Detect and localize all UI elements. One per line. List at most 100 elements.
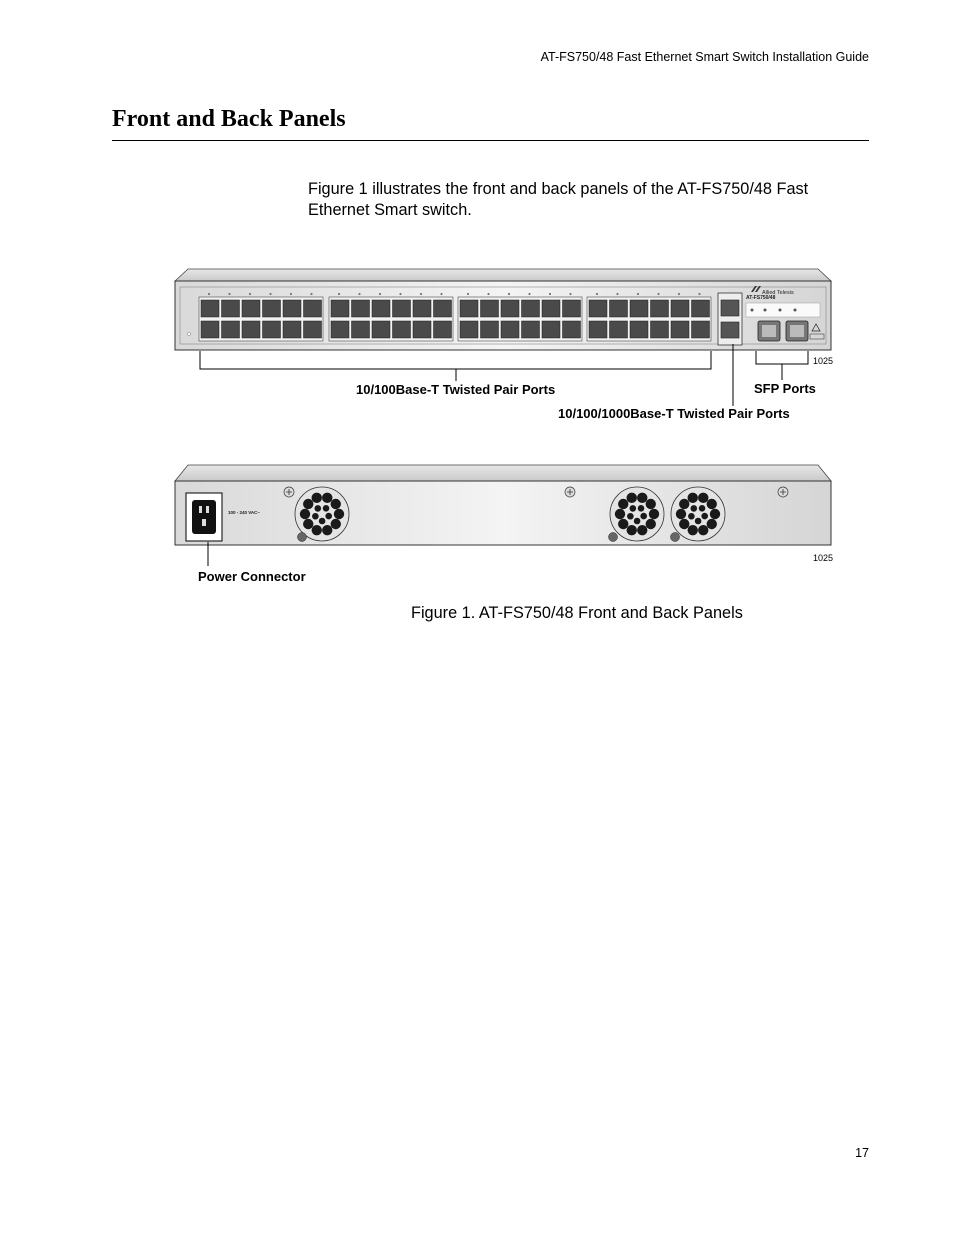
- section-title: Front and Back Panels: [112, 106, 346, 132]
- fan-hole: [618, 498, 629, 510]
- callout-10-100-ports: 10/100Base-T Twisted Pair Ports: [356, 382, 555, 397]
- fan-hole: [675, 508, 687, 520]
- port-led: [548, 292, 552, 296]
- fan-hole: [688, 512, 695, 520]
- rj45-port: [392, 299, 411, 318]
- model-label: AT-FS750/48: [746, 295, 776, 301]
- rj45-port: [262, 320, 281, 339]
- fan-hole: [687, 524, 698, 536]
- rj45-port: [629, 299, 649, 318]
- port-group: [328, 296, 454, 342]
- rear-foot: [608, 532, 618, 542]
- port-led: [419, 292, 423, 296]
- rj45-port: [303, 299, 322, 318]
- rj45-port: [330, 320, 350, 339]
- fan-hole: [694, 517, 702, 525]
- port-led: [358, 292, 361, 296]
- rj45-port: [691, 299, 710, 318]
- fan-hole: [637, 524, 648, 536]
- fan-hole: [679, 518, 690, 530]
- port-block-gigabit: [717, 292, 743, 346]
- rj45-port: [459, 299, 479, 318]
- rj45-port: [351, 299, 370, 318]
- rj45-port: [609, 299, 628, 318]
- rj45-port: [371, 320, 391, 339]
- rj45-port: [371, 299, 391, 318]
- fan-hole: [637, 504, 645, 512]
- port-led: [487, 292, 490, 296]
- fan-hole: [322, 524, 333, 536]
- fan-hole: [698, 524, 709, 536]
- rj45-port: [221, 320, 240, 339]
- rj45-port: [262, 299, 281, 318]
- fan-hole: [709, 508, 721, 520]
- rj45-port: [412, 299, 432, 318]
- front-panel: Allied Telesis AT-FS750/48: [173, 268, 833, 351]
- bracket-sfp: [755, 351, 809, 365]
- port-led: [657, 292, 660, 296]
- front-figure-id: 1025: [813, 356, 833, 366]
- page-number: 17: [855, 1146, 869, 1160]
- fan-hole: [629, 505, 637, 512]
- screw-slot: [780, 489, 786, 495]
- rj45-port: [629, 320, 649, 339]
- fan-hole: [303, 498, 314, 510]
- brand-logo-text: Allied Telesis: [762, 290, 794, 296]
- port-led: [378, 292, 382, 296]
- fan-hole: [322, 504, 330, 512]
- callout-sfp-ports: SFP Ports: [754, 381, 816, 396]
- port-led: [440, 292, 443, 296]
- title-rule: [112, 140, 869, 141]
- fan-hole: [706, 518, 717, 530]
- rj45-port: [521, 320, 540, 339]
- fan-hole: [330, 518, 341, 530]
- intro-paragraph: Figure 1 illustrates the front and back …: [308, 180, 809, 219]
- fan-hole: [311, 492, 322, 504]
- rj45-port: [562, 320, 581, 339]
- rj45-port: [200, 320, 220, 339]
- rj45-port: [480, 299, 499, 318]
- fan-hole: [312, 512, 319, 520]
- rj45-port: [480, 320, 499, 339]
- brand-logo-icon: [751, 286, 761, 292]
- port-led: [310, 292, 313, 296]
- fan-hole: [690, 505, 698, 512]
- rj45-port: [412, 320, 432, 339]
- fan-hole: [706, 498, 717, 510]
- power-led: [187, 332, 191, 336]
- rj45-port: [303, 320, 322, 339]
- callout-power-connector: Power Connector: [198, 569, 306, 584]
- warning-icon: [811, 323, 821, 332]
- rj45-port: [650, 299, 669, 318]
- rj45-port: [200, 299, 220, 318]
- port-led: [207, 292, 211, 296]
- status-led-panel: [745, 302, 821, 318]
- rj45-port: [330, 299, 350, 318]
- rj45-port: [541, 320, 561, 339]
- rj45-port: [459, 320, 479, 339]
- fan-hole: [318, 517, 326, 525]
- fan-hole: [698, 492, 709, 504]
- power-rating-label: 100 - 240 VAC~: [228, 510, 260, 515]
- rj45-port: [282, 320, 302, 339]
- port-led: [248, 292, 252, 296]
- port-led: [636, 292, 640, 296]
- port-block-10-100: [198, 292, 712, 342]
- rj45-port: [609, 320, 628, 339]
- fan-hole: [330, 498, 341, 510]
- rj45-port: [650, 320, 669, 339]
- fan-hole: [698, 504, 706, 512]
- port-led: [289, 292, 293, 296]
- rj45-port: [433, 320, 452, 339]
- screw-slot: [567, 489, 573, 495]
- laser-label: [809, 333, 825, 340]
- rj45-port: [221, 299, 240, 318]
- fan-hole: [687, 492, 698, 504]
- fan-vents: [294, 486, 726, 542]
- fan-hole: [314, 505, 322, 512]
- fan-hole: [637, 492, 648, 504]
- fan-hole: [325, 512, 332, 520]
- port-led: [337, 292, 341, 296]
- screw-slot: [286, 489, 292, 495]
- rj45-port: [541, 299, 561, 318]
